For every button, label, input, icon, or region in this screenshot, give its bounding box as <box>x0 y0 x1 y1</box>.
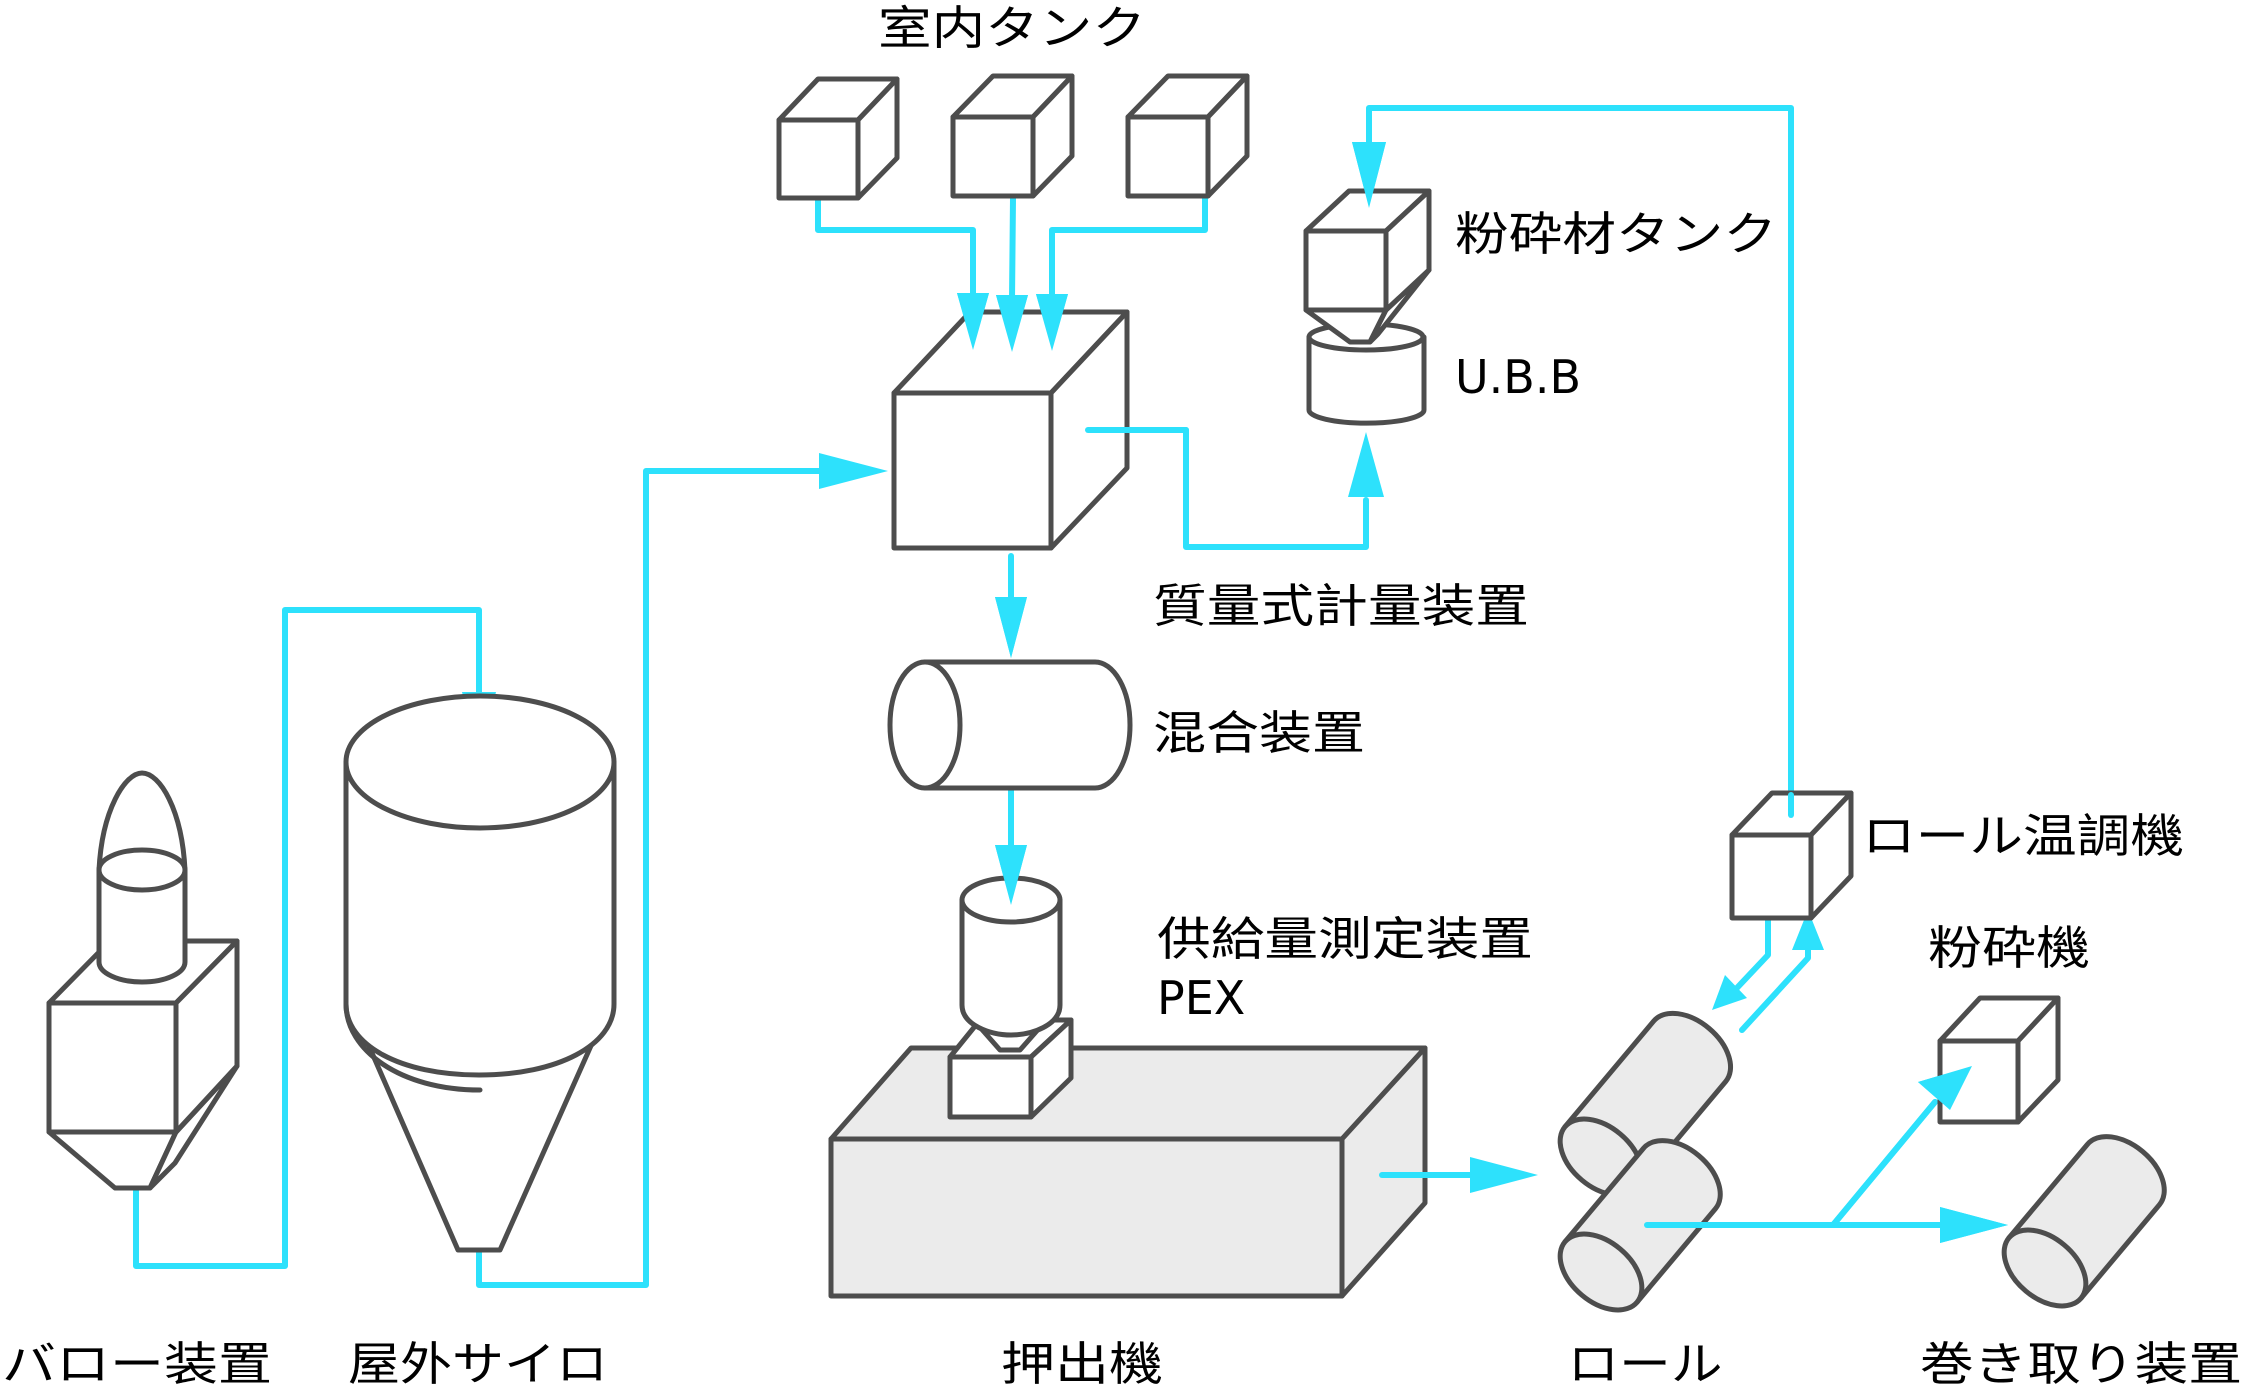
label-roll: ロール <box>1568 1337 1723 1391</box>
barrow-cylinder-top <box>96 847 188 893</box>
extruder[interactable] <box>828 1045 1428 1299</box>
arrowhead-tank1-top <box>957 293 989 350</box>
arrowhead-into-winder-top <box>1940 1207 2008 1243</box>
arrowhead-tank2-top <box>996 295 1028 352</box>
label-winder: 巻き取り装置 <box>1920 1337 2242 1391</box>
barrow-cylinder <box>96 867 188 985</box>
label-roll-temp-controller: ロール温調機 <box>1862 809 2184 863</box>
regrind-front <box>1303 228 1389 313</box>
tank1-front <box>776 117 861 201</box>
barrow-dome <box>96 770 188 873</box>
silo-body <box>343 759 617 1078</box>
roll-lower-end <box>1557 1231 1645 1313</box>
arrowhead-into-crusher-top <box>1918 1066 1972 1110</box>
flow-temp-to-regrind-tank <box>1366 105 1794 798</box>
barrow-device[interactable] <box>46 770 240 1191</box>
flow-barrow-to-silo <box>133 607 482 1269</box>
temp-front <box>1729 832 1814 921</box>
silo-bottom-rim <box>343 1001 483 1093</box>
label-barrow: バロー装置 <box>2 1337 272 1391</box>
label-mixer: 混合装置 <box>1153 706 1365 760</box>
label-extruder: 押出機 <box>1001 1337 1163 1391</box>
winder[interactable] <box>1990 1121 2179 1321</box>
indoor-tank-2[interactable] <box>950 73 1075 199</box>
arrowhead-into-roll <box>1470 1157 1538 1193</box>
feed-measurement-unit[interactable] <box>947 875 1074 1120</box>
label-outdoor-silo: 屋外サイロ <box>348 1337 608 1391</box>
label-ubb: U.B.B <box>1455 350 1581 404</box>
feeder-box-front <box>947 1054 1034 1120</box>
feeder-cylinder <box>959 897 1063 1038</box>
arrowhead-into-feeder-top <box>995 845 1027 905</box>
winder-end <box>2001 1227 2089 1309</box>
arrowhead-into-temp <box>1792 910 1824 950</box>
barrow-cube-front <box>46 1000 179 1135</box>
roll-lower[interactable] <box>1546 1125 1735 1325</box>
flow-tank2-to-dosing <box>1009 195 1016 303</box>
mixer[interactable] <box>887 659 1133 791</box>
flow-silo-to-dosing <box>476 468 833 1288</box>
mixer-body <box>922 659 1133 791</box>
crusher[interactable] <box>1937 995 2061 1125</box>
flow-dosing-to-ubb <box>1085 427 1369 550</box>
tank2-front <box>950 114 1036 199</box>
flow-tank1-to-dosing <box>815 195 976 303</box>
arrowhead-into-mixer-top <box>995 597 1027 658</box>
extruder-front <box>828 1136 1345 1299</box>
flow-temp-to-roll <box>1732 914 1771 993</box>
indoor-tank-1[interactable] <box>776 76 900 201</box>
mixer-end <box>887 659 963 791</box>
label-pex: PEX <box>1157 971 1245 1025</box>
dosing-front <box>891 390 1054 551</box>
tank3-front <box>1125 114 1211 199</box>
extruder-top <box>828 1045 1428 1142</box>
flow-roll-to-temp <box>1739 942 1811 1033</box>
flow-roll-branch <box>1830 1099 1938 1228</box>
arrowhead-tank3-top <box>1036 294 1068 351</box>
label-feed-measurement: 供給量測定装置 <box>1157 912 1533 966</box>
silo-cone <box>359 1027 601 1253</box>
label-indoor-tanks: 室内タンク <box>878 1 1146 55</box>
indoor-tank-3[interactable] <box>1125 73 1250 199</box>
arrowhead-into-dosing <box>819 453 888 489</box>
label-regrind-tank: 粉砕材タンク <box>1455 207 1777 261</box>
label-gravimetric-dosing: 質量式計量装置 <box>1153 579 1529 633</box>
arrowhead-into-ubb <box>1348 432 1384 497</box>
outdoor-silo[interactable] <box>343 693 617 1253</box>
ubb-body <box>1306 334 1427 426</box>
label-crusher: 粉砕機 <box>1928 921 2090 975</box>
flow-tank3-to-dosing <box>1049 195 1208 303</box>
regrind-tank[interactable] <box>1303 188 1432 345</box>
arrowhead-into-roll-temp <box>1712 975 1747 1010</box>
silo-top <box>343 693 617 831</box>
arrowhead-into-regrind-tank-top <box>1352 142 1386 208</box>
